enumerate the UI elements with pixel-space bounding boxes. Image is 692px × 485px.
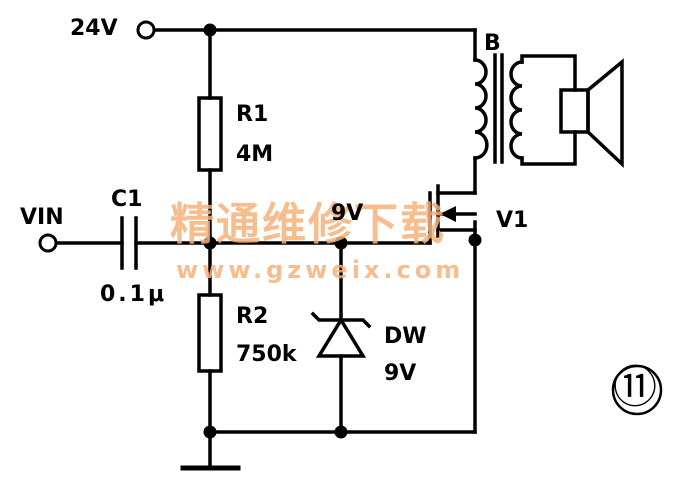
supply-terminal [136, 20, 156, 40]
speaker-cone [586, 58, 624, 169]
r2-resistor [197, 293, 223, 373]
transformer-secondary [509, 60, 524, 160]
secondary-wire-top [520, 54, 577, 92]
figure-number-ring [611, 364, 663, 416]
v1-arrow [440, 206, 456, 222]
zener-bar [310, 311, 372, 329]
r2-value: 750k [236, 342, 297, 367]
vin-label: VIN [20, 205, 64, 230]
c1-value: 0.1μ [100, 282, 168, 307]
r1-name: R1 [236, 102, 269, 127]
v1-name: V1 [496, 208, 529, 233]
watermark-text: 精通维修下载 [170, 199, 446, 250]
secondary-wire-bottom [520, 130, 577, 166]
junction-dot-zener [334, 236, 348, 250]
transformer-name: B [484, 31, 501, 56]
node-voltage-label: 9V [331, 201, 364, 226]
c1-name: C1 [111, 187, 143, 212]
transformer-primary [473, 58, 489, 160]
vin-terminal [38, 233, 58, 253]
watermark-url: www.gzweix.com [176, 256, 465, 284]
r1-resistor [197, 96, 223, 172]
junction-dot-bottom-left [203, 425, 217, 439]
figure-number: ⑪ [613, 362, 657, 413]
r2-name: R2 [236, 304, 269, 329]
zener-triangle [315, 316, 367, 358]
dw-name: DW [384, 324, 427, 349]
dw-value: 9V [384, 361, 417, 386]
speaker-magnet [559, 88, 590, 134]
junction-dot-bottom-zener [334, 425, 348, 439]
junction-dot-mid [203, 236, 217, 250]
r1-value: 4M [236, 142, 274, 167]
supply-label: 24V [70, 16, 118, 41]
junction-dot-source [468, 233, 482, 247]
junction-dot-top [203, 23, 217, 37]
